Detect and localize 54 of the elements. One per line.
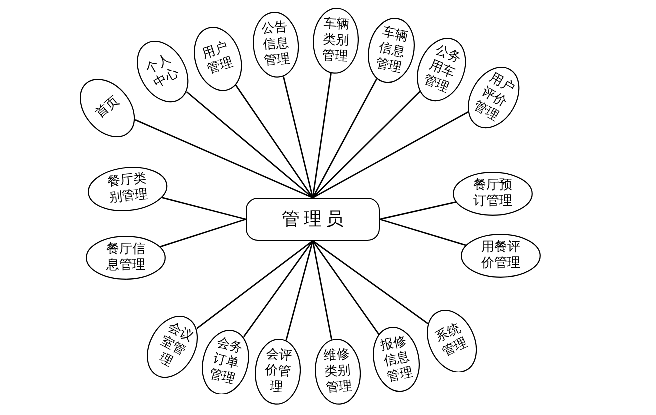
connector-line [243,240,314,338]
ellipse-node [453,172,533,216]
node-label: 用户管理 [200,40,236,78]
ellipse-node [88,166,168,212]
connector-line [312,78,378,198]
node-label: 会评价管理 [264,347,293,397]
ellipse-node [86,236,166,280]
connector-line [380,202,456,220]
connector-line [162,197,246,220]
connector-line [312,91,421,198]
ellipse-node [461,234,541,278]
node-label: 餐厅类别管理 [106,170,150,208]
ellipse-node [252,12,300,78]
node-label: 个人中心 [144,52,182,92]
connector-line [286,240,314,341]
ellipse-node [426,310,478,372]
node-label: 车辆信息管理 [374,24,410,78]
node-label: 用户评价管理 [470,70,518,126]
connector-line [282,76,314,198]
node-label: 公务用车管理 [420,42,464,98]
connector-line [312,73,332,198]
connector-line [160,218,246,248]
ellipse-node [254,339,302,405]
ellipse-node [314,339,362,405]
ellipse-node [147,316,199,378]
node-label: 会议室管理 [155,320,196,372]
node-label: 首页 [92,94,124,122]
node-label: 车辆类别管理 [322,16,350,66]
node-label: 餐厅信息管理 [106,242,146,274]
node-label: 管理员 [281,208,348,230]
node-label: 公告信息管理 [260,20,292,70]
connector-line [135,119,314,199]
connector-line [380,218,466,246]
node-label: 维修类别管理 [323,347,353,397]
ellipse-node [137,41,189,103]
connector-line [196,240,314,330]
ellipse-node [194,26,242,92]
node-label: 会务订单管理 [208,336,244,388]
connector-line [312,111,469,199]
node-label: 餐厅预订管理 [472,178,514,210]
node-label: 用餐评价管理 [480,240,522,272]
connector-line [312,240,428,324]
ellipse-node [373,327,420,393]
node-label: 系统管理 [433,321,471,361]
ellipse-node [80,78,136,138]
node-label: 报修信息管理 [379,334,415,386]
ellipse-node [312,8,360,74]
ellipse-node [368,18,416,84]
ellipse-node [202,330,250,394]
connector-line [312,240,333,340]
rounded-box-node [246,198,380,241]
connector-line [312,240,380,336]
connector-line [235,84,314,198]
connector-line [186,91,314,199]
